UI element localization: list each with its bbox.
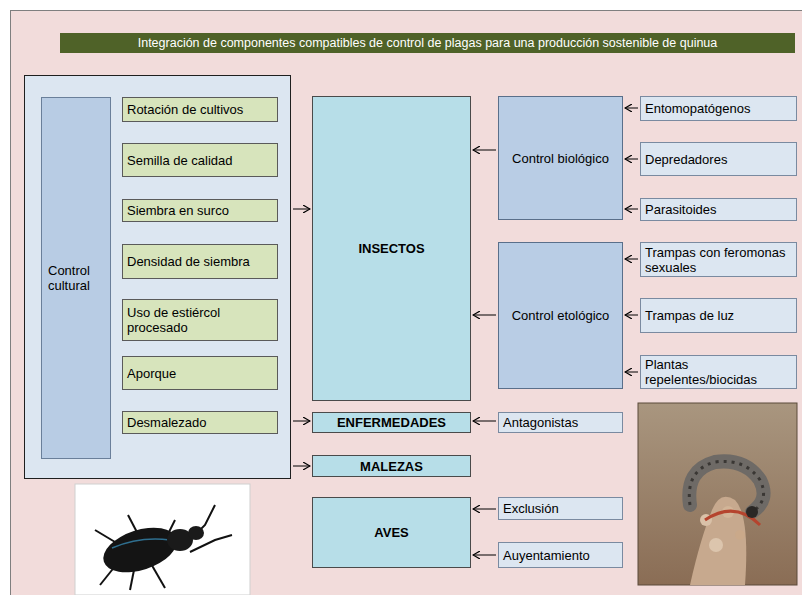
practice-box: Aporque [122,356,278,390]
cultural-strip: Control cultural [41,97,111,459]
method-box: Auyentamiento [498,542,623,568]
arrow-connector [473,509,496,510]
node-label: Trampas de luz [645,308,734,323]
node-label: Exclusión [503,501,559,516]
method-box: Entomopatógenos [640,96,797,121]
method-box: Depredadores [640,142,797,176]
practice-box: Rotación de cultivos [122,97,278,122]
control-box: Control biológico [498,96,623,220]
node-label: Control cultural [48,263,104,293]
caterpillar-photo [638,403,797,585]
node-label: ENFERMEDADES [337,415,446,430]
node-label: Densidad de siembra [127,254,250,269]
method-box: Trampas de luz [640,298,797,333]
node-label: Control etológico [512,308,610,323]
pest-box: MALEZAS [312,455,471,477]
node-label: AVES [374,525,408,540]
arrow-connector [473,555,496,556]
node-label: Entomopatógenos [645,101,751,116]
practice-box: Densidad de siembra [122,244,278,279]
method-box: Trampas con feromonas sexuales [640,242,797,277]
pest-box: AVES [312,497,471,568]
arrow-connector [625,372,638,373]
control-box: Control etológico [498,242,623,389]
beetle-photo [75,484,250,595]
node-label: Desmalezado [127,415,207,430]
arrow-connector [473,150,496,151]
node-label: Aporque [127,366,176,381]
pest-box: ENFERMEDADES [312,412,471,433]
node-label: INSECTOS [358,241,424,256]
practice-box: Uso de estiércol procesado [122,299,278,341]
node-label: Rotación de cultivos [127,102,243,117]
node-label: Trampas con feromonas sexuales [645,245,792,275]
node-label: Control biológico [512,151,609,166]
node-label: Parasitoides [645,202,717,217]
practice-box: Siembra en surco [122,199,278,222]
node-label: Depredadores [645,152,727,167]
node-label: Siembra en surco [127,203,229,218]
pest-box: INSECTOS [312,96,471,401]
diagram-title: Integración de componentes compatibles d… [138,36,718,51]
node-label: Auyentamiento [503,548,590,563]
practice-box: Semilla de calidad [122,143,278,177]
node-label: MALEZAS [360,459,423,474]
arrow-connector [473,421,496,422]
method-box: Plantas repelentes/biocidas [640,355,797,389]
arrow-connector [625,209,638,210]
arrow-connector [473,315,496,316]
arrow-connector [625,108,638,109]
node-label: Uso de estiércol procesado [127,305,273,335]
practice-box: Desmalezado [122,411,278,434]
method-box: Antagonistas [498,412,623,433]
arrow-connector [293,209,310,210]
arrow-connector [625,315,638,316]
arrow-connector [293,466,310,467]
method-box: Parasitoides [640,198,797,221]
arrow-connector [293,421,310,422]
title-band: Integración de componentes compatibles d… [60,33,795,53]
node-label: Antagonistas [503,415,578,430]
node-label: Semilla de calidad [127,153,233,168]
method-box: Exclusión [498,497,623,520]
cultural-panel: Control cultural Rotación de cultivosSemi… [24,75,291,479]
arrow-connector [625,259,638,260]
node-label: Plantas repelentes/biocidas [645,357,792,387]
arrow-connector [625,159,638,160]
